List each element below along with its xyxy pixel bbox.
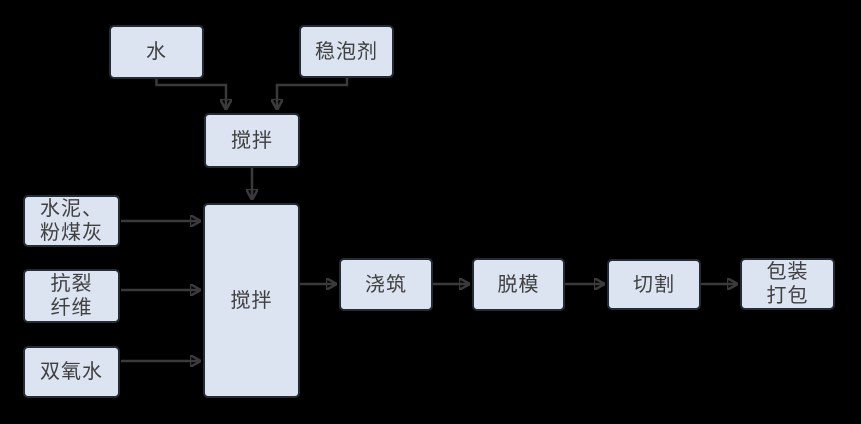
node-cement-flyash: 水泥、 粉煤灰 [23,195,120,247]
node-packing: 包装 打包 [740,258,835,310]
node-cutting: 切割 [607,259,701,310]
node-foam-stabilizer: 稳泡剂 [299,25,394,78]
node-pouring: 浇筑 [339,258,433,311]
edge-water-to-mixing-top [155,78,227,109]
node-mixing-main: 搅拌 [203,203,300,398]
node-demolding: 脱模 [472,258,565,311]
edge-foam-stabilizer-to-mixing-top [277,78,349,109]
node-hydrogen-peroxide: 双氧水 [23,346,120,398]
node-mixing-top: 搅拌 [204,113,300,168]
node-anti-crack-fiber: 抗裂 纤维 [23,269,120,323]
node-water: 水 [109,25,204,79]
